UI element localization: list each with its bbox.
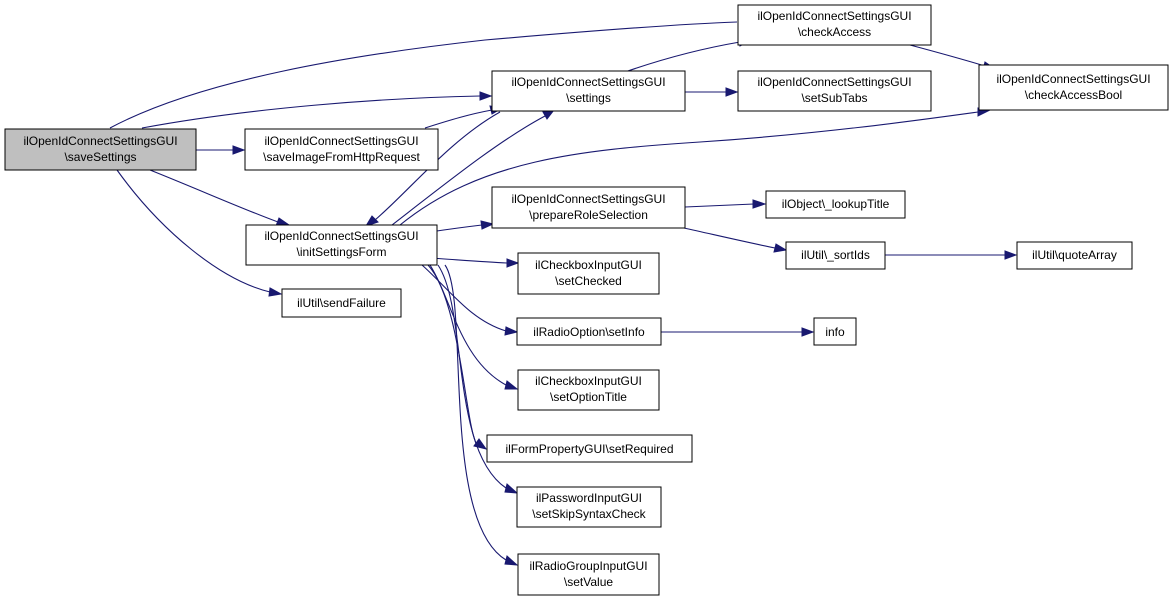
edge-initsettingsform-setoptiontitle xyxy=(429,264,507,386)
edge-savesettings-initsettingsform xyxy=(149,169,279,223)
edge-savesettings-checkaccess xyxy=(109,21,738,129)
node-sendfailure[interactable]: ilUtil\sendFailure xyxy=(281,288,402,318)
arrowhead xyxy=(479,91,493,101)
node-lookuptitle[interactable]: ilObject\_lookupTitle xyxy=(765,190,906,219)
arrowhead xyxy=(268,287,283,297)
node-checkaccess[interactable]: ilOpenIdConnectSettingsGUI \checkAccess xyxy=(737,4,932,46)
node-label-line-1: ilPasswordInputGUI xyxy=(536,491,642,505)
node-setskipsyntaxcheck[interactable]: ilPasswordInputGUI \setSkipSyntaxCheck xyxy=(516,486,662,528)
node-label-line-2: \settings xyxy=(566,91,611,105)
node-savesettings[interactable]: ilOpenIdConnectSettingsGUI \saveSettings xyxy=(4,128,197,171)
edge-initsettingsform-setchecked xyxy=(429,257,508,264)
node-quotearray[interactable]: ilUtil\quoteArray xyxy=(1016,241,1133,270)
node-label-line-1: ilUtil\quoteArray xyxy=(1032,248,1117,262)
edge-savesettings-sendfailure xyxy=(116,169,271,293)
node-label-line-1: ilOpenIdConnectSettingsGUI xyxy=(23,134,177,148)
edge-preparerole-lookuptitle xyxy=(684,203,755,208)
node-label-line-1: ilObject\_lookupTitle xyxy=(782,197,890,211)
node-sortids[interactable]: ilUtil\_sortIds xyxy=(785,241,886,270)
node-label-line-1: ilRadioGroupInputGUI xyxy=(529,559,647,573)
arrowhead xyxy=(725,87,739,97)
node-label-line-2: \setChecked xyxy=(555,274,622,288)
node-label-line-2: \saveImageFromHttpRequest xyxy=(263,150,420,164)
node-label-line-1: ilUtil\_sortIds xyxy=(801,248,870,262)
arrowhead xyxy=(773,243,788,253)
node-setsubtabs[interactable]: ilOpenIdConnectSettingsGUI \setSubTabs xyxy=(737,70,932,112)
node-preparerolesection[interactable]: ilOpenIdConnectSettingsGUI \prepareRoleS… xyxy=(491,186,686,229)
arrowhead xyxy=(504,380,519,390)
arrowhead xyxy=(506,258,520,268)
edge-saveimage-settings xyxy=(424,109,493,129)
edge-initsettingsform-settings xyxy=(391,115,546,226)
node-saveimagefromhttprequest[interactable]: ilOpenIdConnectSettingsGUI \saveImageFro… xyxy=(244,128,439,171)
node-label-line-2: \setOptionTitle xyxy=(550,390,627,404)
arrowhead xyxy=(504,555,519,566)
node-label-line-1: ilOpenIdConnectSettingsGUI xyxy=(996,72,1150,86)
node-initsettingsform[interactable]: ilOpenIdConnectSettingsGUI \initSettings… xyxy=(245,224,438,266)
edge-settings-checkaccess xyxy=(624,41,741,73)
arrowhead xyxy=(801,327,815,337)
node-label-line-1: info xyxy=(825,325,845,339)
node-label-line-1: ilOpenIdConnectSettingsGUI xyxy=(511,192,665,206)
node-label-line-2: \setValue xyxy=(564,575,613,589)
node-label-line-1: ilOpenIdConnectSettingsGUI xyxy=(264,229,418,243)
node-label-line-1: ilOpenIdConnectSettingsGUI xyxy=(757,9,911,23)
node-label-line-1: ilUtil\sendFailure xyxy=(297,296,386,310)
node-label-line-1: ilCheckboxInputGUI xyxy=(535,258,642,272)
node-setchecked[interactable]: ilCheckboxInputGUI \setChecked xyxy=(517,252,660,295)
node-label-line-2: \setSkipSyntaxCheck xyxy=(532,507,646,521)
node-label-line-1: ilCheckboxInputGUI xyxy=(535,374,642,388)
edge-preparerole-sortids xyxy=(683,227,776,249)
node-label-line-2: \setSubTabs xyxy=(801,91,867,105)
arrowhead xyxy=(480,220,495,230)
node-label-line-1: ilOpenIdConnectSettingsGUI xyxy=(511,75,665,89)
edge-initsettingsform-setskip xyxy=(437,264,507,489)
arrowhead xyxy=(364,215,379,227)
node-label-line-2: \checkAccessBool xyxy=(1025,88,1122,102)
node-label-line-1: ilRadioOption\setInfo xyxy=(533,325,645,339)
arrowhead xyxy=(232,145,246,155)
node-label-line-2: \checkAccess xyxy=(798,25,871,39)
edge-savesettings-settings xyxy=(141,95,481,129)
arrowhead xyxy=(752,199,767,209)
edge-initsettingsform-setinfo xyxy=(421,264,507,332)
node-settings[interactable]: ilOpenIdConnectSettingsGUI \settings xyxy=(491,70,686,112)
call-nodes: ilOpenIdConnectSettingsGUI \saveSettings… xyxy=(4,4,1169,596)
edge-initsettingsform-preparerole xyxy=(429,224,483,233)
edge-checkaccess-checkaccessbool xyxy=(909,44,986,67)
node-info[interactable]: info xyxy=(813,317,857,346)
node-setvalue[interactable]: ilRadioGroupInputGUI \setValue xyxy=(517,553,660,596)
node-label-line-2: \initSettingsForm xyxy=(296,245,386,259)
node-label-line-1: ilOpenIdConnectSettingsGUI xyxy=(264,134,418,148)
node-label-line-2: \saveSettings xyxy=(64,150,136,164)
edge-initsettingsform-setvalue xyxy=(444,264,507,561)
node-checkaccessbool[interactable]: ilOpenIdConnectSettingsGUI \checkAccessB… xyxy=(978,64,1169,111)
node-label-line-2: \prepareRoleSelection xyxy=(529,208,648,222)
arrowhead xyxy=(1004,250,1018,260)
node-setrequired[interactable]: ilFormPropertyGUI\setRequired xyxy=(486,434,693,463)
node-label-line-1: ilOpenIdConnectSettingsGUI xyxy=(757,75,911,89)
node-setinfo[interactable]: ilRadioOption\setInfo xyxy=(516,317,662,346)
arrowhead xyxy=(504,483,519,494)
edge-initsettingsform-checkaccessbool xyxy=(399,111,979,226)
node-setoptiontitle[interactable]: ilCheckboxInputGUI \setOptionTitle xyxy=(517,369,660,411)
arrowhead xyxy=(504,326,519,336)
node-label-line-1: ilFormPropertyGUI\setRequired xyxy=(505,442,673,456)
